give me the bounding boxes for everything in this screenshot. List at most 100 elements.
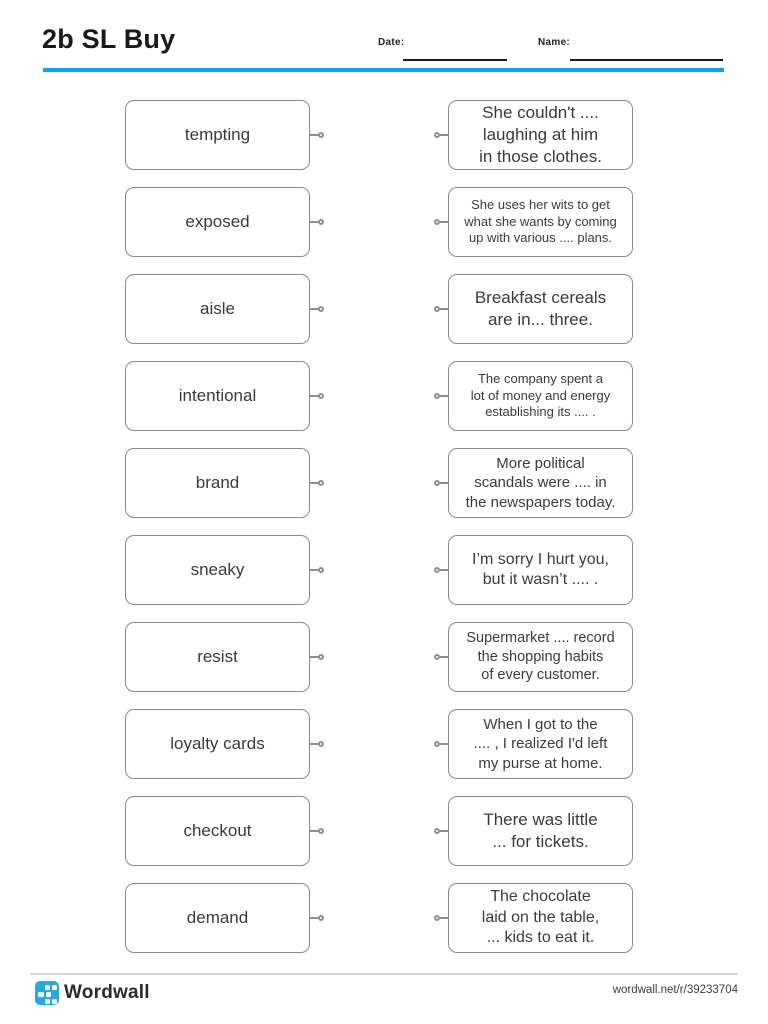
- term-card: checkout: [125, 796, 310, 866]
- connector-line: [310, 830, 318, 832]
- logo-grid-cell: [45, 991, 51, 997]
- term-card: sneaky: [125, 535, 310, 605]
- match-row: resist Supermarket .... record the shopp…: [125, 622, 633, 692]
- definition-connector: [434, 306, 448, 312]
- term-card: exposed: [125, 187, 310, 257]
- definition-card: I’m sorry I hurt you, but it wasn’t ....…: [448, 535, 633, 605]
- connector-line: [310, 743, 318, 745]
- connector-node-icon: [318, 741, 324, 747]
- connector-line: [310, 656, 318, 658]
- match-row: tempting She couldn't .... laughing at h…: [125, 100, 633, 170]
- definition-card: There was little ... for tickets.: [448, 796, 633, 866]
- term-text: demand: [186, 908, 249, 927]
- connector-node-icon: [318, 480, 324, 486]
- definition-card: The company spent a lot of money and ene…: [448, 361, 633, 431]
- term-text: aisle: [200, 299, 235, 318]
- match-row: demand The chocolate laid on the table, …: [125, 883, 633, 953]
- definition-text: The chocolate laid on the table, ... kid…: [481, 888, 600, 947]
- term-connector: [310, 219, 324, 225]
- connector-line: [310, 917, 318, 919]
- connector-line: [310, 395, 318, 397]
- match-row: intentional The company spent a lot of m…: [125, 361, 633, 431]
- definition-card: Supermarket .... record the shopping hab…: [448, 622, 633, 692]
- connector-node-icon: [318, 132, 324, 138]
- definition-card: The chocolate laid on the table, ... kid…: [448, 883, 633, 953]
- match-pairs-list: tempting She couldn't .... laughing at h…: [125, 100, 633, 970]
- term-card: resist: [125, 622, 310, 692]
- connector-line: [440, 395, 448, 397]
- definition-connector: [434, 132, 448, 138]
- match-row: loyalty cards When I got to the .... , I…: [125, 709, 633, 779]
- footer-url: wordwall.net/r/39233704: [612, 984, 738, 996]
- term-card: tempting: [125, 100, 310, 170]
- definition-connector: [434, 219, 448, 225]
- logo-grid-cell: [44, 984, 50, 990]
- term-connector: [310, 132, 324, 138]
- logo-grid-cell: [38, 991, 44, 997]
- connector-node-icon: [318, 306, 324, 312]
- term-connector: [310, 741, 324, 747]
- term-connector: [310, 828, 324, 834]
- connector-line: [310, 569, 318, 571]
- name-label: Name:: [538, 37, 571, 48]
- definition-text: The company spent a lot of money and ene…: [470, 371, 611, 420]
- definition-connector: [434, 567, 448, 573]
- connector-line: [440, 569, 448, 571]
- term-text: sneaky: [190, 560, 245, 579]
- definition-text: I’m sorry I hurt you, but it wasn’t ....…: [472, 550, 609, 588]
- connector-line: [440, 917, 448, 919]
- match-row: sneaky I’m sorry I hurt you, but it wasn…: [125, 535, 633, 605]
- term-connector: [310, 393, 324, 399]
- definition-connector: [434, 393, 448, 399]
- brand-name: Wordwall: [64, 982, 150, 1003]
- definition-text: There was little ... for tickets.: [483, 810, 598, 851]
- connector-node-icon: [434, 828, 440, 834]
- connector-node-icon: [318, 393, 324, 399]
- definition-text: Breakfast cereals are in... three.: [474, 288, 607, 329]
- connector-node-icon: [434, 741, 440, 747]
- connector-line: [440, 308, 448, 310]
- match-row: brand More political scandals were .... …: [125, 448, 633, 518]
- term-text: resist: [197, 647, 238, 666]
- connector-node-icon: [434, 219, 440, 225]
- connector-line: [440, 482, 448, 484]
- logo-grid-cell: [51, 984, 57, 990]
- definition-text: When I got to the .... , I realized I'd …: [473, 716, 608, 772]
- term-connector: [310, 654, 324, 660]
- term-connector: [310, 915, 324, 921]
- connector-line: [310, 482, 318, 484]
- connector-line: [440, 743, 448, 745]
- connector-node-icon: [434, 654, 440, 660]
- definition-card: When I got to the .... , I realized I'd …: [448, 709, 633, 779]
- term-card: aisle: [125, 274, 310, 344]
- term-card: loyalty cards: [125, 709, 310, 779]
- term-card: brand: [125, 448, 310, 518]
- term-text: brand: [195, 473, 240, 492]
- definition-card: She uses her wits to get what she wants …: [448, 187, 633, 257]
- header-accent-divider: [43, 68, 724, 72]
- connector-line: [440, 656, 448, 658]
- connector-node-icon: [434, 480, 440, 486]
- connector-node-icon: [434, 915, 440, 921]
- term-text: checkout: [183, 821, 252, 840]
- definition-text: More political scandals were .... in the…: [465, 455, 616, 511]
- term-card: demand: [125, 883, 310, 953]
- date-label: Date:: [378, 37, 405, 48]
- connector-node-icon: [434, 567, 440, 573]
- definition-card: She couldn't .... laughing at him in tho…: [448, 100, 633, 170]
- connector-line: [310, 308, 318, 310]
- page-title: 2b SL Buy: [42, 24, 176, 54]
- definition-connector: [434, 654, 448, 660]
- definition-text: She uses her wits to get what she wants …: [464, 197, 617, 246]
- definition-connector: [434, 480, 448, 486]
- connector-node-icon: [434, 306, 440, 312]
- name-write-line: [570, 59, 723, 61]
- date-write-line: [403, 59, 507, 61]
- connector-node-icon: [434, 132, 440, 138]
- connector-node-icon: [318, 567, 324, 573]
- definition-card: Breakfast cereals are in... three.: [448, 274, 633, 344]
- term-text: exposed: [185, 212, 250, 231]
- match-row: exposed She uses her wits to get what sh…: [125, 187, 633, 257]
- connector-line: [310, 134, 318, 136]
- connector-node-icon: [434, 393, 440, 399]
